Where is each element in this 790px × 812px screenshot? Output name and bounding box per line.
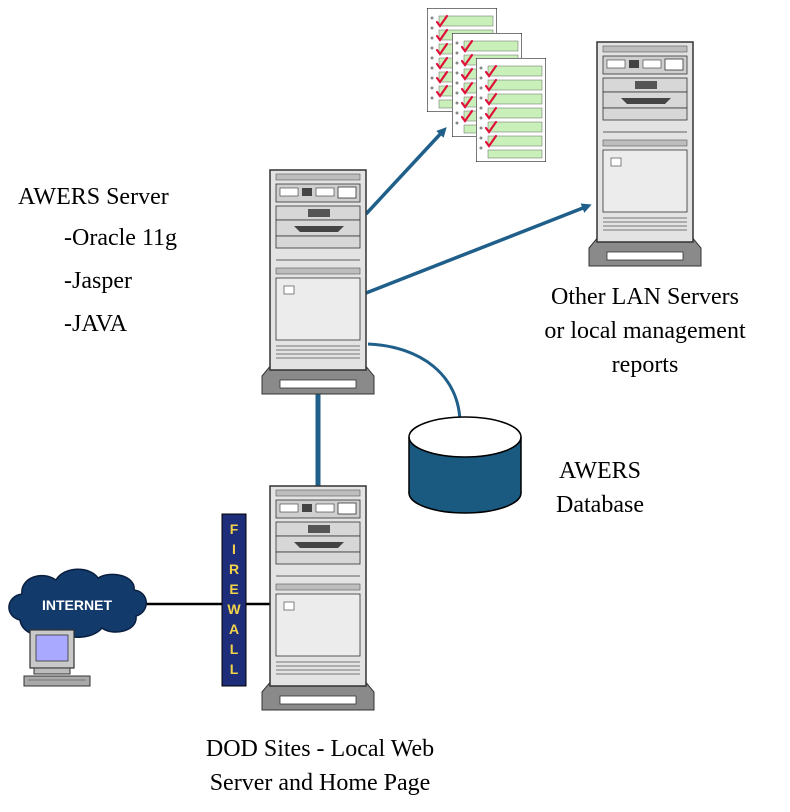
firewall-letter: R: [229, 561, 239, 577]
firewall-letter: L: [230, 641, 239, 657]
dod-sites-line-1: DOD Sites - Local Web: [205, 736, 435, 762]
database-line-1: AWERS: [558, 458, 642, 484]
component-oracle: -Oracle 11g: [64, 225, 178, 251]
internet-label: INTERNET: [42, 597, 112, 613]
firewall-letter: I: [232, 541, 236, 557]
reports-stack-icon: [427, 8, 546, 162]
awers-server-title: AWERS Server: [18, 184, 169, 210]
arrow-to-other-servers: [365, 203, 592, 295]
component-java: -JAVA: [64, 311, 128, 337]
dod-web-server-icon: [261, 485, 375, 711]
database-icon: [408, 416, 522, 514]
other-lan-server-icon: [588, 41, 702, 267]
dod-sites-label: DOD Sites - Local Web Server and Home Pa…: [170, 732, 470, 800]
other-servers-line-2: or local management: [544, 318, 746, 344]
other-servers-line-3: reports: [611, 352, 679, 378]
firewall-letter: F: [230, 521, 239, 537]
component-jasper: -Jasper: [64, 268, 132, 294]
other-servers-line-1: Other LAN Servers: [551, 284, 739, 310]
firewall-letter: A: [229, 621, 239, 637]
arrow-to-reports: [364, 127, 447, 216]
other-servers-label: Other LAN Servers or local management re…: [505, 280, 785, 382]
link-awers-to-database: [367, 342, 462, 425]
awers-server-icon: [261, 169, 375, 395]
dod-sites-line-2: Server and Home Page: [209, 770, 431, 796]
firewall-letter: W: [227, 601, 241, 617]
database-label: AWERS Database: [530, 454, 670, 522]
firewall-letter: E: [229, 581, 238, 597]
internet-cloud-icon: INTERNET: [8, 568, 147, 638]
database-line-2: Database: [556, 492, 644, 518]
firewall-letter: L: [230, 661, 239, 677]
computer-terminal-icon: [23, 629, 91, 687]
